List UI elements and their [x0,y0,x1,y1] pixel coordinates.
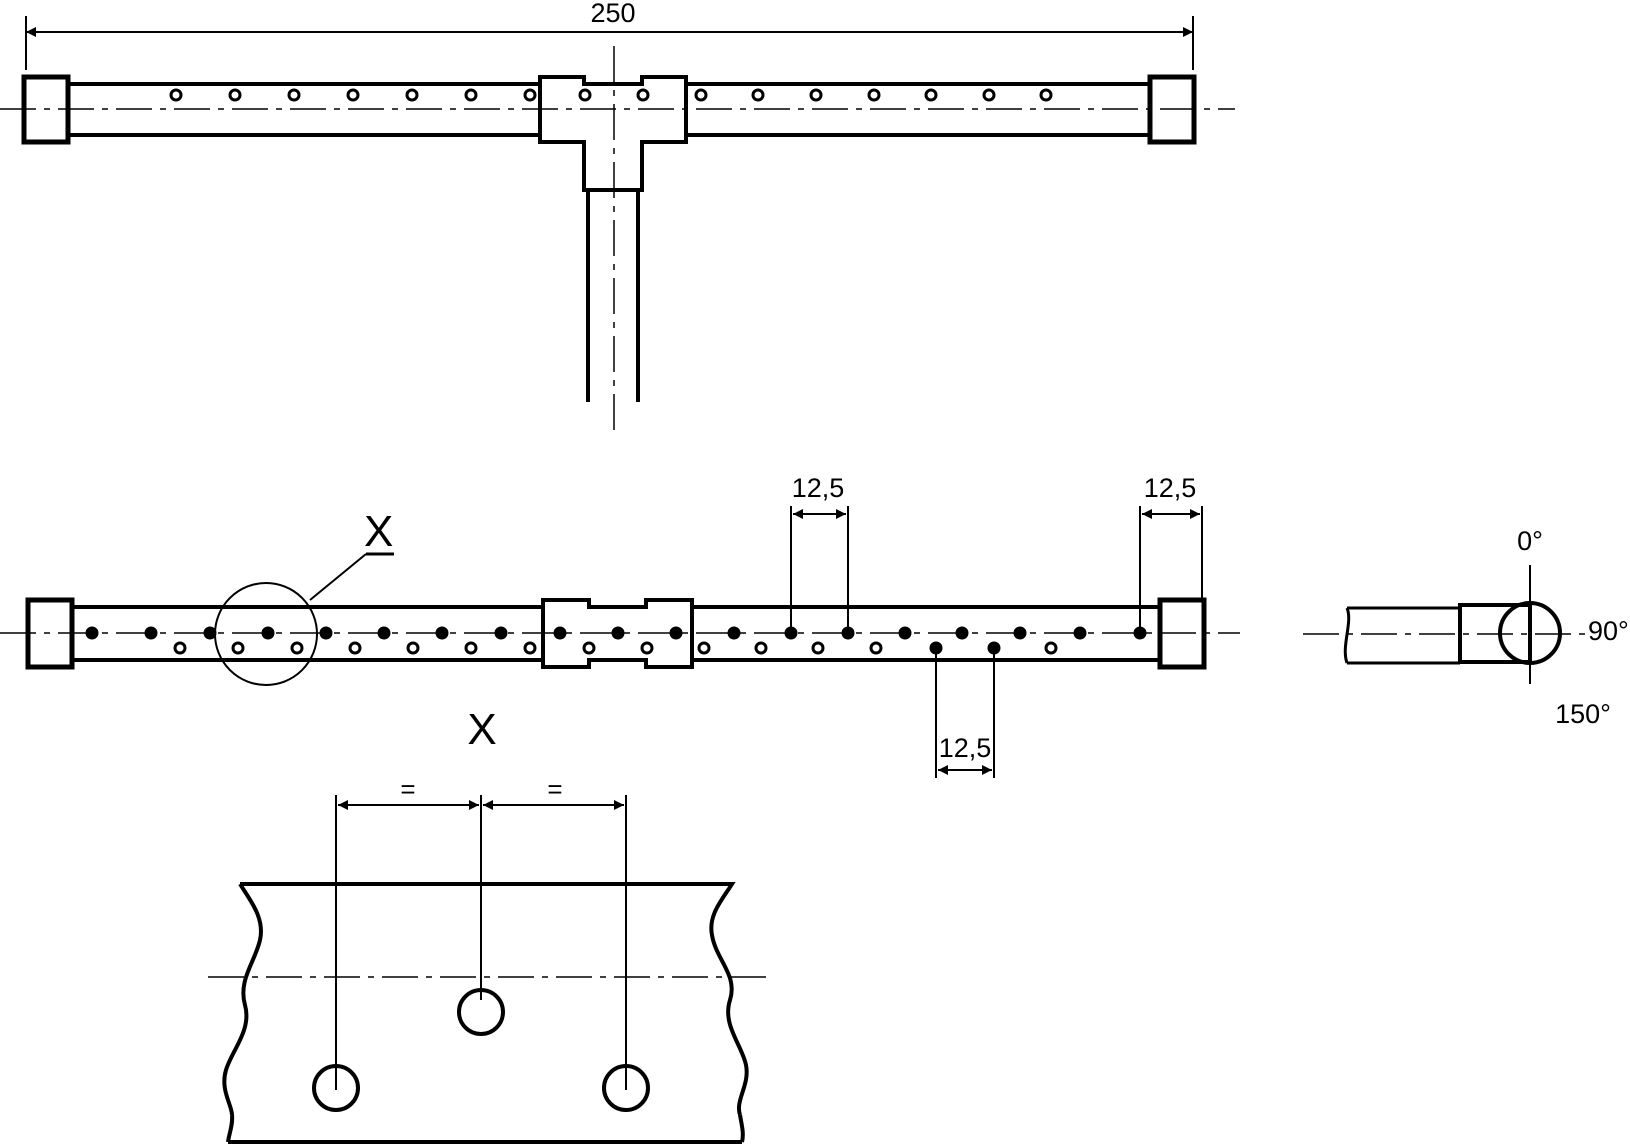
equal-right-label: = [547,774,562,804]
detail-hole-upper [457,988,505,1036]
detail-view-title: X [467,705,496,754]
side-open-holes [173,641,1058,655]
top-tube [68,82,1150,137]
pitch-dimension-top: 12,5 [790,473,849,630]
equal-left-label: = [400,774,415,804]
angle-0-label: 0° [1517,526,1543,556]
side-centre-fitting [541,598,694,669]
pitch-dimension-bottom: 12,5 [935,652,995,778]
overall-length-dimension: 250 [25,0,1194,70]
detail-hole-right [602,1064,650,1112]
detail-view: X = = [208,705,768,1144]
detail-leader-line [309,553,367,601]
detail-hole-left [312,1064,360,1112]
end-view: 0° 90° 150° [1303,526,1629,729]
angle-90-label: 90° [1588,616,1629,646]
angle-150-label: 150° [1555,699,1611,729]
side-filled-holes [85,626,1147,655]
end-offset-dimension: 12,5 [1139,473,1203,630]
detail-section-outline [222,882,749,1144]
detail-section-bottom-edges [226,1114,745,1143]
end-offset-label: 12,5 [1144,473,1197,503]
detail-callout-label: X [364,507,393,556]
top-holes [169,88,1053,102]
top-view: 250 [0,0,1235,430]
t-fitting [538,75,688,192]
side-tube [72,605,1160,662]
vertical-pipe [586,190,640,402]
pitch-top-label: 12,5 [792,473,845,503]
pitch-bottom-label: 12,5 [939,733,992,763]
overall-length-label: 250 [590,0,635,28]
equal-spacing-dimension: = = [335,774,627,1090]
side-view: X 12,5 12,5 12,5 [0,473,1240,778]
top-centre-lines [0,46,1235,430]
end-view-pipe [1343,606,1460,665]
detail-callout-circle [214,582,318,686]
